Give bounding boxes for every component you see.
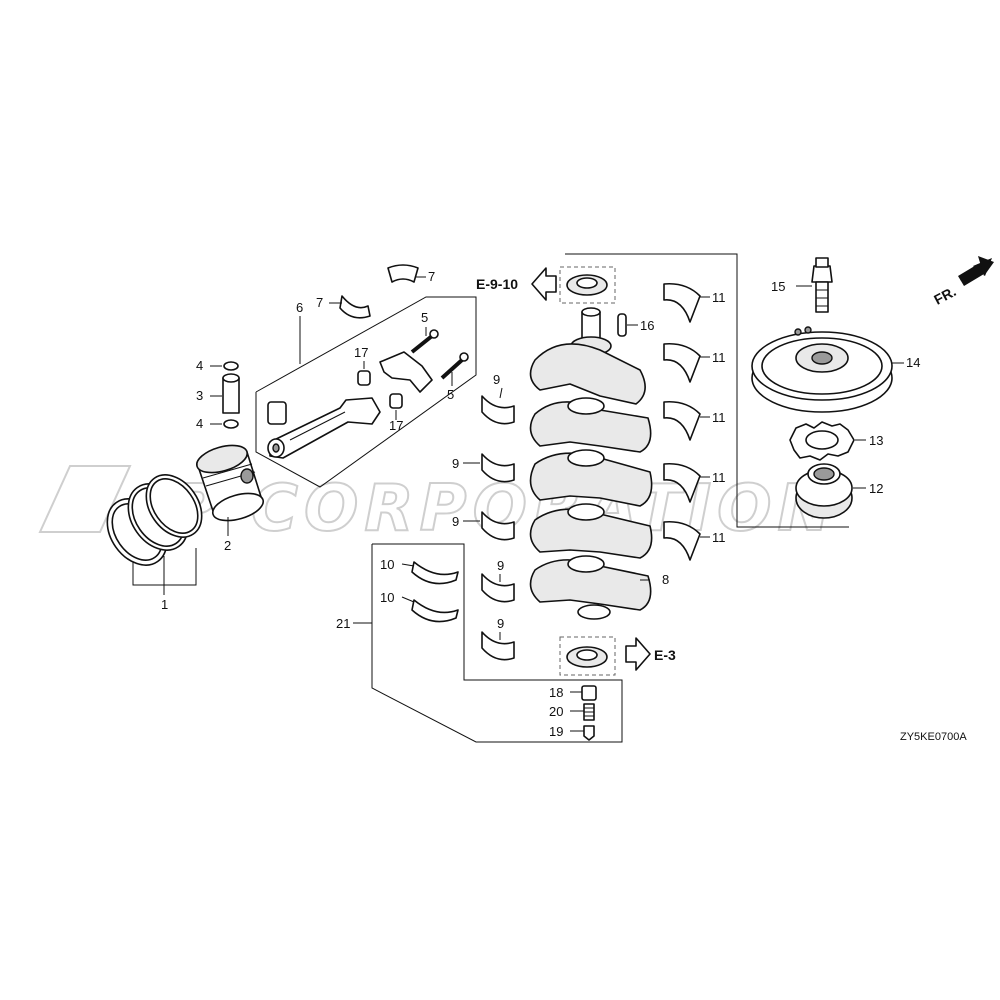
ref-arrow-left (531, 267, 557, 301)
callout-16: 16 (640, 318, 654, 333)
ref-e3: E-3 (654, 647, 676, 663)
callout-2: 2 (224, 538, 231, 553)
callout-11-d: 11 (712, 470, 726, 485)
callout-17-bottom: 17 (389, 418, 403, 433)
lower-seal-frame (559, 636, 616, 676)
callout-3: 3 (196, 388, 203, 403)
thrust-washers (401, 561, 459, 623)
callout-19: 19 (549, 724, 563, 739)
pin-clip-top (223, 361, 239, 371)
bolt (583, 725, 595, 741)
callout-1: 1 (161, 597, 168, 612)
connecting-rod (267, 316, 381, 459)
woodruff-key (617, 313, 638, 337)
callout-5-bottom: 5 (447, 387, 454, 402)
crank-gear (795, 463, 866, 519)
callout-9-e: 9 (497, 616, 504, 631)
upper-seal-frame (559, 266, 616, 304)
callout-15: 15 (771, 279, 785, 294)
reference-arrows: E-9-10 E-3 (476, 267, 676, 671)
bearing-group-bracket (371, 543, 623, 743)
callout-10-bottom: 10 (380, 590, 394, 605)
front-direction-arrow: FR. (931, 256, 994, 308)
callout-7-bottom: 7 (316, 295, 323, 310)
callout-9-b: 9 (452, 456, 459, 471)
small-end-bushing (267, 401, 287, 425)
ref-arrow-right (625, 637, 651, 671)
callout-21: 21 (336, 616, 350, 631)
piston-pin-assembly (210, 361, 240, 429)
piston (195, 444, 265, 536)
callout-4-bottom: 4 (196, 416, 203, 431)
main-bearings-upper (663, 282, 701, 561)
callout-18: 18 (549, 685, 563, 700)
crank-pulley-group-bracket (565, 253, 849, 528)
connecting-rod-group-bracket (255, 296, 477, 488)
callout-8: 8 (662, 572, 669, 587)
callout-10-top: 10 (380, 557, 394, 572)
dowel-pin-a (357, 370, 371, 386)
callout-17-top: 17 (354, 345, 368, 360)
rod-bearing-lower (339, 295, 371, 319)
callout-7-top: 7 (428, 269, 435, 284)
callout-13: 13 (869, 433, 883, 448)
callout-5-top: 5 (421, 310, 428, 325)
piston-rings (106, 474, 203, 595)
front-direction-label: FR. (931, 283, 958, 308)
callout-9-c: 9 (452, 514, 459, 529)
relief-valve-parts (570, 685, 597, 741)
piston-pin (222, 377, 240, 414)
callout-9-d: 9 (497, 558, 504, 573)
callout-11-a: 11 (712, 290, 726, 305)
callout-labels: 1 2 3 4 4 5 5 6 7 7 8 9 9 9 9 9 10 10 11… (161, 269, 920, 739)
crank-pulley (751, 326, 904, 413)
callout-14: 14 (906, 355, 920, 370)
callout-11-c: 11 (712, 410, 726, 425)
rod-cap-assembly (357, 327, 469, 420)
dowel-pin-b (389, 393, 403, 409)
callout-12: 12 (869, 481, 883, 496)
rod-bearings (329, 264, 426, 319)
callout-4-top: 4 (196, 358, 203, 373)
diagram-code: ZY5KE0700A (900, 731, 967, 743)
callout-11-b: 11 (712, 350, 726, 365)
callout-6: 6 (296, 300, 303, 315)
callout-9-a: 9 (493, 372, 500, 387)
callout-20: 20 (549, 704, 563, 719)
callout-11-e: 11 (712, 530, 726, 545)
plug (581, 685, 597, 701)
oil-seals (566, 274, 608, 668)
crankshaft (529, 307, 653, 620)
group-brackets (255, 253, 849, 743)
pulley-bolt (796, 257, 833, 313)
ref-e9-10: E-9-10 (476, 276, 518, 292)
rod-bearing-upper (387, 264, 419, 283)
pin-clip-bottom (223, 419, 239, 429)
rod-cap (379, 351, 433, 393)
main-bearings-lower (481, 395, 515, 661)
timing-sprocket (789, 421, 866, 461)
